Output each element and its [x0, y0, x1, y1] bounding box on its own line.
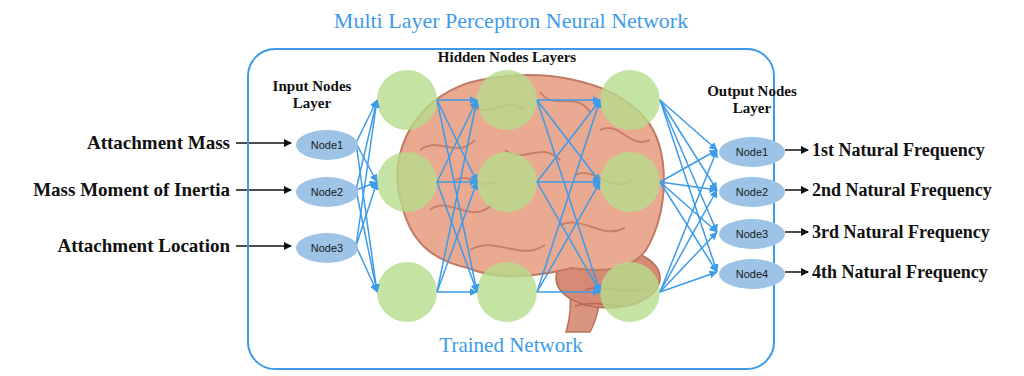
node-label: Node2 [311, 186, 343, 198]
node-label: Node1 [311, 139, 343, 151]
node-label: Node4 [736, 268, 768, 280]
node-label: Node3 [311, 242, 343, 254]
node-label: Node2 [736, 186, 768, 198]
layer-node: Node1 [719, 137, 785, 167]
layer-heading: Input Nodes Layer [262, 78, 362, 113]
synapse-arrows [356, 100, 717, 292]
layer-node: Node3 [719, 219, 785, 249]
node-label: Node3 [736, 228, 768, 240]
input-label: Mass Moment of Inertia [33, 179, 230, 201]
input-label: Attachment Location [57, 235, 230, 257]
output-label: 2nd Natural Frequency [812, 180, 992, 201]
frame-caption: Trained Network [249, 333, 773, 358]
output-label: 3rd Natural Frequency [812, 222, 990, 243]
layer-node: Node1 [296, 130, 358, 160]
layer-heading: Output Nodes Layer [700, 83, 804, 118]
layer-node: Node3 [296, 233, 358, 263]
node-label: Node1 [736, 146, 768, 158]
hidden-neurons [377, 70, 660, 322]
layer-node: Node2 [719, 177, 785, 207]
output-label: 1st Natural Frequency [812, 140, 985, 161]
layer-node: Node4 [719, 259, 785, 289]
layer-node: Node2 [296, 177, 358, 207]
output-label: 4th Natural Frequency [812, 262, 988, 283]
layer-heading: Hidden Nodes Layers [438, 49, 576, 66]
input-label: Attachment Mass [87, 132, 230, 154]
frame-heading: Multi Layer Perceptron Neural Network [249, 8, 773, 34]
